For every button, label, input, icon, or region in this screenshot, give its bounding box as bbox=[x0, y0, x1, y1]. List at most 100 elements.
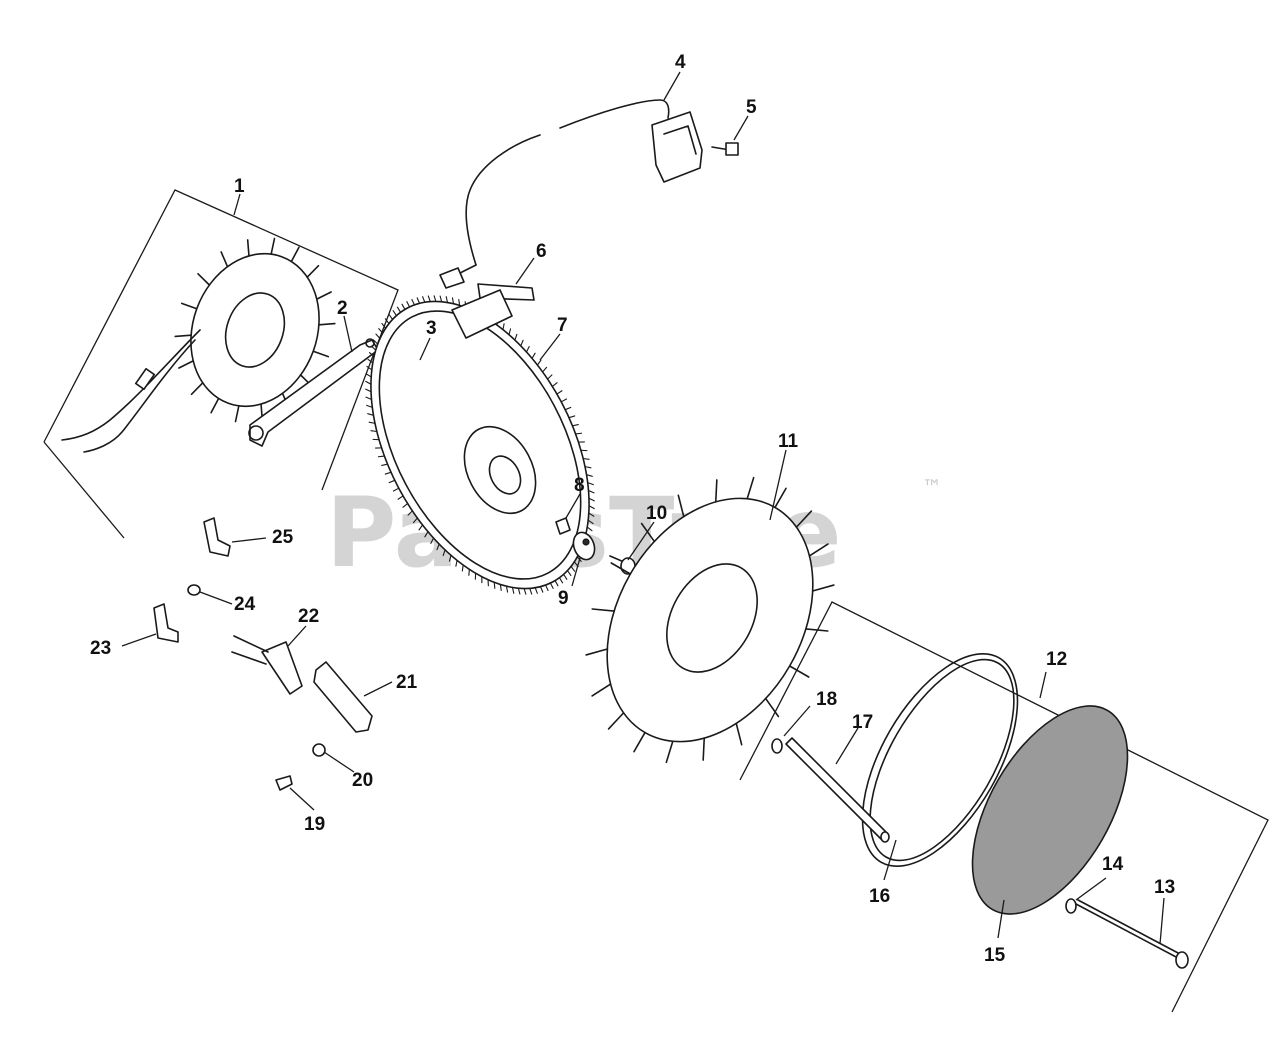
flywheel-tooth bbox=[448, 554, 452, 562]
part-12-screen-assembly[interactable] bbox=[739, 601, 1269, 1013]
part-20-nut[interactable] bbox=[312, 743, 326, 757]
flywheel-tooth bbox=[547, 374, 553, 380]
stator-tooth bbox=[290, 246, 300, 263]
callout-7[interactable]: 7 bbox=[557, 315, 568, 336]
callout-labels: 1 2 3 4 5 6 7 8 9 10 11 12 13 14 15 16 1… bbox=[90, 52, 1175, 966]
flywheel-tooth bbox=[378, 328, 384, 334]
part-8-key[interactable] bbox=[555, 517, 571, 535]
fan-blade bbox=[610, 562, 632, 575]
callout-13[interactable]: 13 bbox=[1154, 877, 1175, 898]
callout-23[interactable]: 23 bbox=[90, 638, 111, 659]
flywheel-tooth bbox=[523, 587, 527, 595]
flywheel-tooth bbox=[436, 543, 440, 551]
callout-18[interactable]: 18 bbox=[816, 689, 837, 710]
flywheel-tooth bbox=[517, 587, 521, 595]
callout-19[interactable]: 19 bbox=[304, 814, 325, 835]
fan-blade bbox=[735, 722, 743, 746]
flywheel-tooth bbox=[582, 457, 590, 460]
flywheel-tooth bbox=[367, 358, 374, 364]
callout-8[interactable]: 8 bbox=[574, 475, 585, 496]
flywheel-tooth bbox=[424, 531, 429, 538]
part-19-screw[interactable] bbox=[275, 775, 293, 791]
callout-22[interactable]: 22 bbox=[298, 606, 319, 627]
flywheel-tooth bbox=[370, 430, 378, 433]
fan-blade bbox=[591, 683, 612, 697]
flywheel-tooth bbox=[422, 296, 426, 303]
callout-11[interactable]: 11 bbox=[778, 431, 799, 452]
callout-12[interactable]: 12 bbox=[1046, 649, 1067, 670]
flywheel-tooth bbox=[554, 580, 559, 587]
flywheel-tooth bbox=[401, 303, 406, 310]
flywheel-tooth bbox=[442, 549, 446, 557]
callout-17[interactable]: 17 bbox=[852, 712, 873, 733]
flywheel-tooth bbox=[587, 519, 594, 525]
flywheel-tooth bbox=[365, 396, 373, 401]
flywheel-tooth bbox=[505, 585, 509, 593]
flywheel-tooth bbox=[365, 373, 372, 378]
callout-3[interactable]: 3 bbox=[426, 318, 437, 339]
flywheel-tooth bbox=[588, 512, 595, 517]
flywheel-tooth bbox=[396, 306, 402, 313]
flywheel-tooth bbox=[381, 322, 387, 329]
flywheel-tooth bbox=[427, 295, 431, 303]
part-7-flywheel[interactable] bbox=[326, 265, 634, 625]
callout-21[interactable]: 21 bbox=[396, 672, 418, 693]
flywheel-tooth bbox=[402, 502, 409, 508]
callout-14[interactable]: 14 bbox=[1102, 854, 1124, 875]
flywheel-tooth bbox=[514, 333, 518, 341]
callout-2[interactable]: 2 bbox=[337, 298, 348, 319]
flywheel-tooth bbox=[520, 339, 524, 347]
callout-6[interactable]: 6 bbox=[536, 241, 547, 262]
part-16-screen-retainer[interactable] bbox=[831, 629, 1049, 891]
flywheel-tooth bbox=[392, 310, 397, 317]
callout-15[interactable]: 15 bbox=[984, 945, 1006, 966]
part-9-washer[interactable] bbox=[570, 529, 598, 562]
callout-24[interactable]: 24 bbox=[234, 594, 256, 615]
part-23-clip[interactable] bbox=[153, 603, 179, 643]
part-1-stator-assembly[interactable] bbox=[43, 189, 399, 539]
part-14-washer[interactable] bbox=[1065, 898, 1077, 914]
flywheel-tooth bbox=[381, 463, 389, 466]
stator-tooth bbox=[174, 334, 192, 338]
flywheel-tooth bbox=[370, 345, 377, 351]
callout-16[interactable]: 16 bbox=[869, 886, 890, 907]
flywheel-tooth bbox=[372, 339, 379, 345]
stator-tooth bbox=[312, 350, 330, 358]
flywheel-tooth bbox=[587, 482, 594, 486]
part-17-spacer[interactable] bbox=[785, 737, 890, 843]
flywheel-tooth bbox=[588, 505, 595, 510]
callout-4[interactable]: 4 bbox=[675, 52, 686, 73]
part-2-wire-bracket[interactable] bbox=[248, 338, 379, 447]
flywheel-tooth bbox=[366, 365, 373, 371]
flywheel-tooth bbox=[445, 296, 449, 304]
callout-9[interactable]: 9 bbox=[558, 588, 569, 609]
part-18-washer[interactable] bbox=[771, 738, 783, 754]
flywheel-tooth bbox=[560, 398, 568, 403]
callout-20[interactable]: 20 bbox=[352, 770, 373, 791]
part-21-bracket[interactable] bbox=[313, 661, 373, 733]
flywheel-tooth bbox=[502, 323, 505, 331]
flywheel-tooth bbox=[508, 328, 512, 336]
callout-10[interactable]: 10 bbox=[646, 503, 667, 524]
flywheel-tooth bbox=[439, 295, 443, 303]
callout-25[interactable]: 25 bbox=[272, 527, 294, 548]
part-24-washer[interactable] bbox=[187, 584, 201, 596]
callout-5[interactable]: 5 bbox=[746, 97, 757, 118]
callout-1[interactable]: 1 bbox=[234, 176, 245, 197]
flywheel-tooth bbox=[366, 404, 373, 408]
part-11-fan[interactable] bbox=[565, 461, 854, 778]
part-15-screen[interactable] bbox=[941, 680, 1160, 939]
part-13-bolt[interactable] bbox=[1075, 899, 1189, 969]
part-4-ignition-module[interactable] bbox=[465, 99, 703, 266]
part-5-screw[interactable] bbox=[711, 142, 739, 156]
fan-blade bbox=[714, 479, 718, 503]
flywheel-tooth bbox=[368, 352, 375, 357]
part-25-clip[interactable] bbox=[203, 517, 231, 557]
part-22-rectifier[interactable] bbox=[231, 635, 303, 695]
flywheel-tooth bbox=[563, 573, 568, 580]
flywheel-tooth bbox=[388, 313, 394, 320]
flywheel-tooth bbox=[568, 415, 576, 419]
flywheel-tooth bbox=[368, 421, 376, 424]
flywheel-tooth bbox=[367, 413, 375, 416]
